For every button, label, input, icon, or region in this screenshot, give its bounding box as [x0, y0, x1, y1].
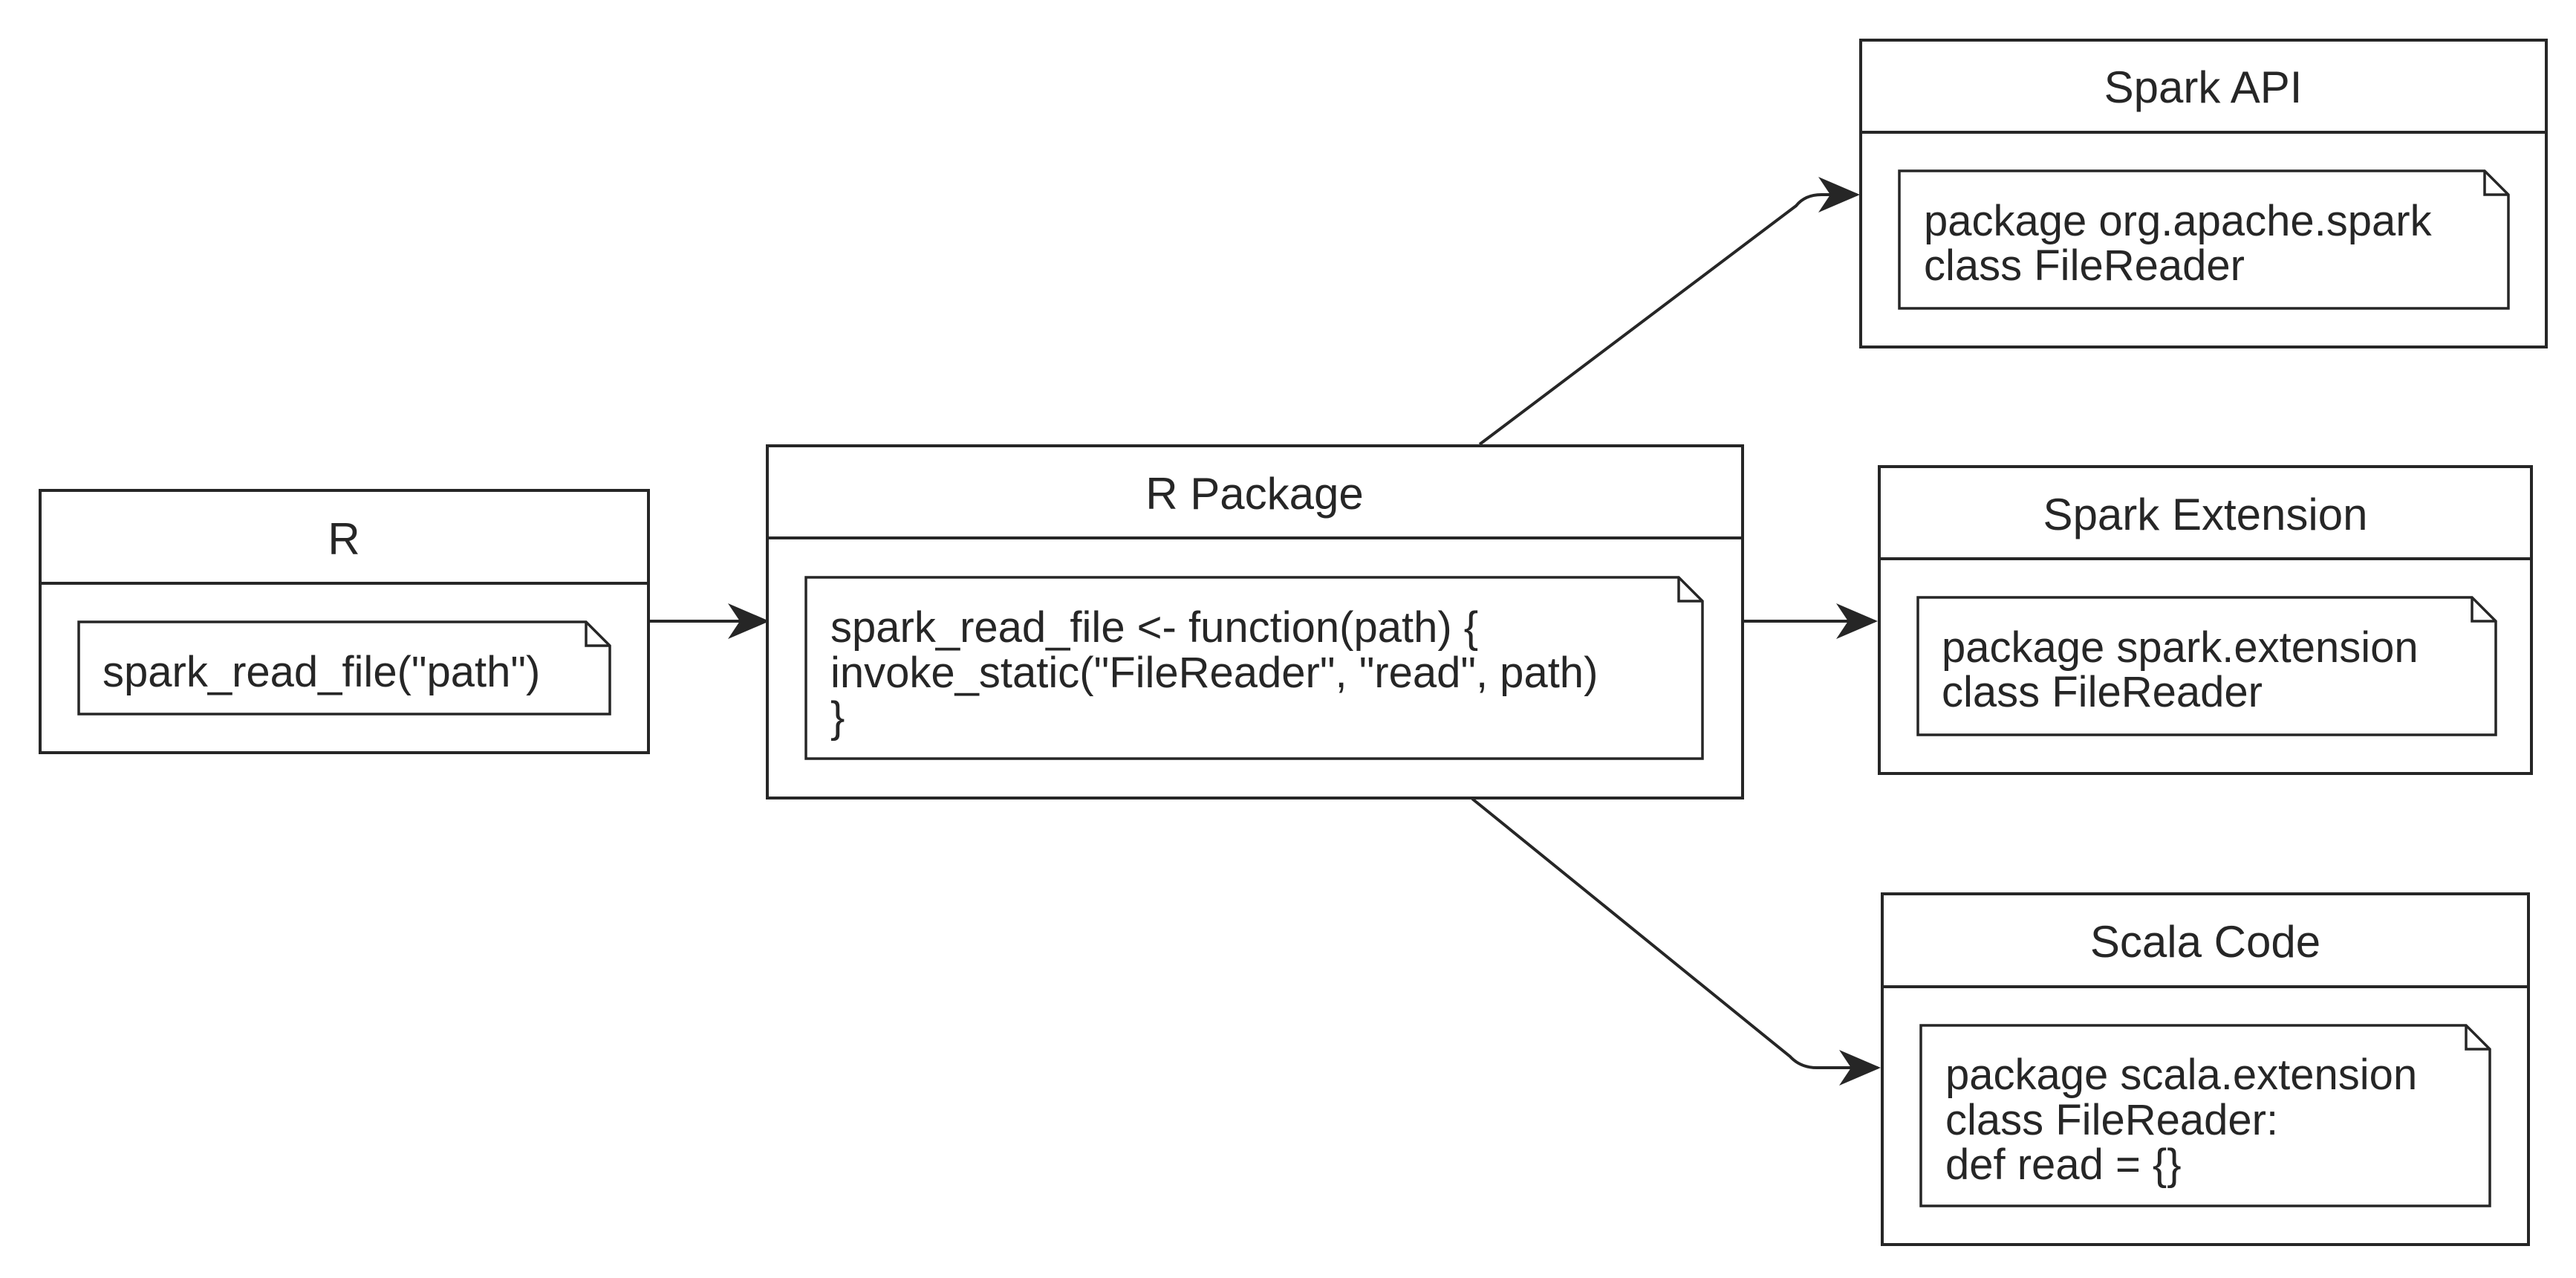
code-line: package scala.extension [1945, 1051, 2417, 1099]
code-line: class FileReader [1942, 668, 2263, 716]
code-note [804, 576, 1704, 760]
code-line: package org.apache.spark [1924, 197, 2433, 245]
code-note [1898, 169, 2510, 310]
box-spark-api: Spark API package org.apache.spark class… [1859, 39, 2548, 348]
code-line: class FileReader [1924, 241, 2245, 290]
code-line: spark_read_file <- function(path) { [830, 603, 1478, 652]
box-r-package: R Package spark_read_file <- function(pa… [766, 444, 1744, 799]
box-title: R Package [1145, 469, 1364, 519]
code-line: class FileReader: [1945, 1096, 2278, 1144]
code-line: package spark.extension [1942, 623, 2419, 672]
box-title: Spark API [2104, 62, 2303, 112]
box-title: Scala Code [2090, 917, 2320, 967]
box-scala-code: Scala Code package scala.extension class… [1881, 892, 2530, 1246]
code-note [1919, 1024, 2491, 1207]
edge-r-package-to-scala-code [1471, 797, 1881, 1086]
code-line: def read = {} [1945, 1141, 2182, 1189]
code-line: invoke_static("FileReader", "read", path… [830, 649, 1598, 697]
box-title: R [328, 514, 360, 564]
box-r: R spark_read_file("path") [39, 489, 650, 754]
edge-r-package-to-spark-api [1478, 177, 1860, 446]
box-spark-extension: Spark Extension package spark.extension … [1878, 465, 2533, 775]
box-title: Spark Extension [2043, 490, 2368, 539]
code-note [77, 620, 611, 716]
code-note [1916, 596, 2497, 736]
code-line: spark_read_file("path") [103, 648, 540, 696]
edges [649, 177, 1881, 1086]
code-line: } [830, 693, 845, 742]
